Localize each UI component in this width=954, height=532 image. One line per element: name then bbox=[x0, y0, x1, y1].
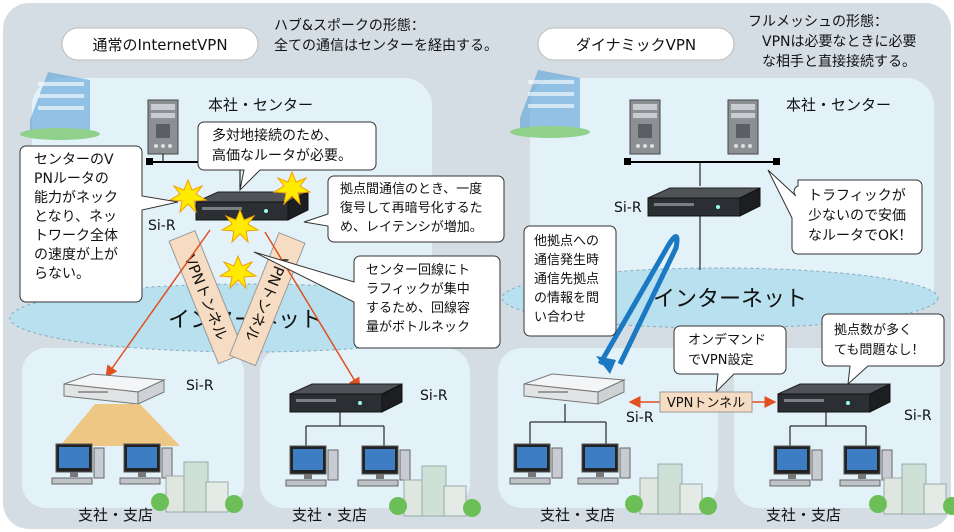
right-title-pill: ダイナミックVPN bbox=[537, 27, 735, 61]
svg-text:拠点数が多く: 拠点数が多く bbox=[834, 322, 912, 338]
left-callout-bottleneck: センターのV PNルータの 能力がネック となり、ネッ トワーク全体 の速度が上… bbox=[19, 145, 179, 303]
svg-text:少ないので安価: 少ないので安価 bbox=[808, 208, 906, 224]
svg-text:トラフィックが: トラフィックが bbox=[808, 188, 906, 204]
left-branch2-pc-icon-2 bbox=[357, 445, 411, 487]
right-scenario: インターネット ダイナミックVPN フルメッシュの形態： VPNは必要なときに必… bbox=[498, 14, 954, 524]
right-callout-query: 他拠点への 通信発生時 通信先拠点 の情報を問 い合わせ bbox=[523, 225, 617, 337]
svg-text:の情報を問: の情報を問 bbox=[534, 291, 599, 306]
right-server-icon-1 bbox=[629, 99, 661, 155]
svg-text:VPNトンネル: VPNトンネル bbox=[667, 396, 745, 411]
svg-text:らない。: らない。 bbox=[34, 266, 90, 282]
svg-text:拠点間通信のとき、一度: 拠点間通信のとき、一度 bbox=[340, 181, 482, 197]
right-branch2-router-label: Si-R bbox=[904, 408, 932, 424]
svg-text:センターのV: センターのV bbox=[34, 152, 114, 168]
svg-text:復号して再暗号化するた: 復号して再暗号化するた bbox=[340, 200, 483, 216]
svg-text:め、レイテンシが増加。: め、レイテンシが増加。 bbox=[340, 220, 483, 235]
svg-text:オンデマンド: オンデマンド bbox=[688, 332, 766, 348]
left-scenario: インターネット 通常のInternetVPN ハブ&スポークの形態： 全ての通信… bbox=[9, 17, 505, 524]
right-branch2-pc-icon-1 bbox=[769, 445, 823, 487]
right-center-router-icon bbox=[647, 187, 761, 217]
left-branch2-label: 支社・支店 bbox=[292, 506, 367, 524]
right-query-arrow bbox=[597, 234, 680, 366]
svg-text:VPNは必要なときに必要: VPNは必要なときに必要 bbox=[762, 34, 917, 50]
left-description: ハブ&スポークの形態： 全ての通信はセンターを経由する。 bbox=[274, 17, 498, 54]
left-callout-traffic: センター回線にト ラフィックが集中 するため、回線容 量がボトルネック bbox=[253, 251, 501, 349]
left-branch2-router-icon bbox=[289, 383, 403, 413]
right-tunnel: VPNトンネル bbox=[659, 391, 753, 413]
left-title-pill: 通常のInternetVPN bbox=[61, 27, 259, 61]
left-callout-latency: 拠点間通信のとき、一度 復号して再暗号化するた め、レイテンシが増加。 bbox=[303, 175, 505, 243]
right-center-router-label: Si-R bbox=[614, 200, 642, 216]
svg-text:ダイナミックVPN: ダイナミックVPN bbox=[576, 36, 696, 54]
svg-text:通信先拠点: 通信先拠点 bbox=[534, 272, 599, 287]
right-server-icon-2 bbox=[727, 99, 759, 155]
svg-text:な相手と直接接続する。: な相手と直接接続する。 bbox=[762, 53, 916, 70]
svg-text:ハブ&スポークの形態：: ハブ&スポークの形態： bbox=[274, 17, 425, 34]
left-center-label: 本社・センター bbox=[208, 96, 313, 114]
svg-text:能力がネック: 能力がネック bbox=[34, 190, 118, 206]
right-center-label: 本社・センター bbox=[786, 96, 891, 114]
svg-text:い合わせ: い合わせ bbox=[534, 310, 586, 325]
svg-text:するため、回線容: するため、回線容 bbox=[366, 300, 470, 316]
svg-text:の速度が上が: の速度が上が bbox=[34, 247, 118, 263]
svg-text:トワーク全体: トワーク全体 bbox=[34, 227, 118, 244]
left-branch1-pc-icon-2 bbox=[119, 443, 173, 485]
right-internet-label: インターネット bbox=[653, 287, 807, 312]
left-callout-cost: 多対地接続のため、 高価なルータが必要。 bbox=[197, 121, 377, 192]
svg-text:多対地接続のため、: 多対地接続のため、 bbox=[212, 127, 338, 144]
svg-text:通信発生時: 通信発生時 bbox=[534, 253, 599, 268]
left-branch1-router-label: Si-R bbox=[186, 378, 214, 394]
svg-text:PNルータの: PNルータの bbox=[34, 171, 109, 187]
left-branch2-router-label: Si-R bbox=[420, 388, 448, 404]
left-branch1-pc-icon-1 bbox=[51, 443, 105, 485]
svg-text:ても問題なし！: ても問題なし！ bbox=[834, 343, 924, 358]
svg-text:通常のInternetVPN: 通常のInternetVPN bbox=[92, 36, 227, 54]
right-callout-cheap: トラフィックが 少ないので安価 なルータでOK！ bbox=[767, 169, 923, 255]
svg-text:量がボトルネック: 量がボトルネック bbox=[366, 320, 470, 335]
left-branch2-pc-icon-1 bbox=[285, 445, 339, 487]
svg-text:高価なルータが必要。: 高価なルータが必要。 bbox=[212, 147, 352, 164]
right-branch2-router-icon bbox=[777, 383, 891, 413]
svg-text:フルメッシュの形態：: フルメッシュの形態： bbox=[748, 14, 888, 30]
svg-text:センター回線にト: センター回線にト bbox=[366, 262, 470, 278]
right-branch1-router-label: Si-R bbox=[626, 410, 654, 426]
right-branch1-pc-icon-1 bbox=[509, 443, 563, 485]
left-server-icon bbox=[147, 99, 179, 155]
svg-text:全ての通信はセンターを経由する。: 全ての通信はセンターを経由する。 bbox=[274, 37, 498, 54]
svg-text:他拠点への: 他拠点への bbox=[534, 234, 599, 249]
right-callout-many: 拠点数が多く ても問題なし！ bbox=[821, 313, 945, 386]
left-center-router-label: Si-R bbox=[148, 218, 176, 234]
right-branch2-label: 支社・支店 bbox=[766, 506, 841, 524]
svg-text:ラフィックが集中: ラフィックが集中 bbox=[366, 281, 470, 297]
left-branch1-label: 支社・支店 bbox=[78, 506, 153, 524]
svg-text:でVPN設定: でVPN設定 bbox=[688, 352, 753, 368]
right-branch1-pc-icon-2 bbox=[577, 443, 631, 485]
right-callout-ondemand: オンデマンド でVPN設定 bbox=[673, 325, 787, 394]
right-branch1-label: 支社・支店 bbox=[540, 506, 615, 524]
svg-text:となり、ネッ: となり、ネッ bbox=[34, 209, 117, 225]
right-description: フルメッシュの形態： VPNは必要なときに必要 な相手と直接接続する。 bbox=[748, 14, 917, 70]
svg-text:なルータでOK！: なルータでOK！ bbox=[808, 228, 912, 244]
